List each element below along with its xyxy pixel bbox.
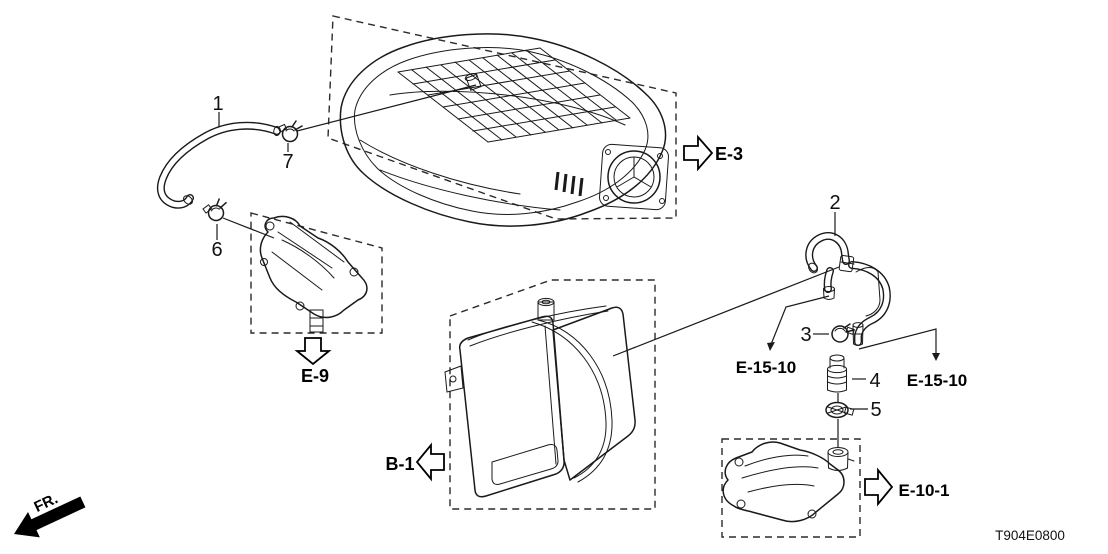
intake-manifold-drawing	[339, 33, 669, 227]
diagram-code: T904E0800	[995, 528, 1065, 543]
ref-label-e15-10-right: E-15-10	[907, 371, 967, 390]
joint-4-icon	[827, 354, 847, 393]
clamp-5-icon	[825, 401, 855, 419]
canister-box	[449, 279, 656, 510]
purge-tube-drawing	[805, 232, 891, 346]
tube-left-stub	[823, 286, 835, 300]
callout-6: 6	[211, 239, 222, 261]
callout-7: 7	[282, 151, 293, 173]
ref-label-b1: B-1	[385, 454, 414, 474]
manifold-hose-port	[464, 73, 482, 91]
throttle-body	[599, 143, 669, 211]
ref-arrow-e3	[683, 134, 714, 172]
breather-cover-drawing	[722, 441, 855, 523]
callout-2: 2	[829, 192, 840, 214]
manifold-runner-lattice	[397, 47, 631, 143]
arrowhead-e15-left	[767, 342, 775, 351]
bracket-box	[250, 212, 383, 334]
leader-lines	[216, 84, 940, 447]
tube-right-stub	[852, 322, 864, 346]
ref-label-e3: E-3	[715, 144, 743, 164]
canister-drawing	[444, 297, 636, 498]
ref-label-e15-10-left: E-15-10	[736, 358, 796, 377]
ref-arrow-e10-1	[864, 467, 894, 507]
manifold-rib-bars	[554, 171, 584, 197]
callout-4: 4	[869, 370, 880, 392]
callout-5: 5	[870, 399, 881, 421]
clamp-6-icon	[202, 198, 227, 222]
tube-mid-fitting	[838, 254, 855, 273]
ref-arrow-e9	[294, 337, 332, 366]
bracket-drawing	[259, 215, 368, 333]
arrowhead-e15-right	[932, 353, 940, 361]
ref-label-e9: E-9	[301, 366, 329, 386]
callout-1: 1	[212, 93, 223, 115]
breather-port	[827, 447, 855, 471]
ref-arrow-b1	[415, 442, 445, 482]
clamp-3-icon	[831, 323, 855, 343]
fr-direction-arrow: FR.	[14, 490, 86, 538]
ref-label-e10-1: E-10-1	[898, 481, 949, 500]
callout-3: 3	[800, 324, 811, 346]
breather-hose-drawing	[156, 121, 281, 209]
clamp-7-icon	[277, 120, 303, 143]
intake-manifold-box	[327, 15, 677, 220]
